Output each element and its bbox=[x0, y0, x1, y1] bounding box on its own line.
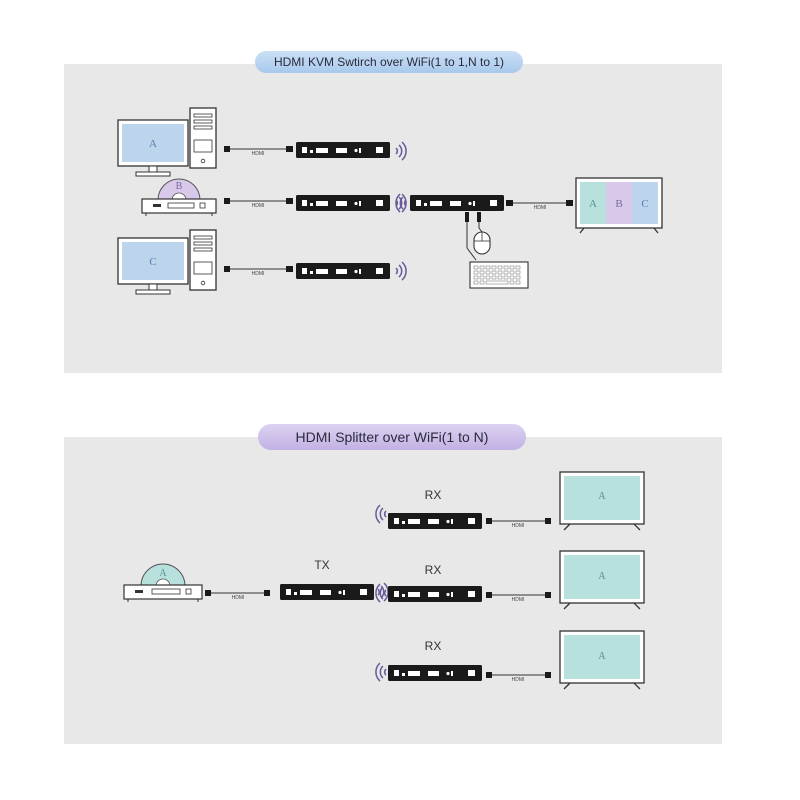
kvm-cable-b bbox=[224, 198, 293, 204]
splitter-rx-2 bbox=[388, 586, 482, 602]
splitter-rx-3 bbox=[388, 665, 482, 681]
tx-label: TX bbox=[314, 558, 329, 572]
splitter-tx bbox=[280, 584, 374, 600]
pc-a bbox=[117, 107, 217, 177]
wifi-icon bbox=[395, 261, 407, 281]
display-segment-a: A bbox=[589, 198, 597, 210]
kvm-tx-a bbox=[296, 142, 390, 158]
tv-label: A bbox=[598, 491, 606, 502]
kvm-cable-c bbox=[224, 266, 293, 272]
kvm-tx-c bbox=[296, 263, 390, 279]
rx-label: RX bbox=[425, 563, 442, 577]
source-c-label: C bbox=[149, 256, 156, 268]
keyboard-icon bbox=[469, 261, 529, 289]
splitter-output-cable-label: HDMI bbox=[512, 523, 525, 529]
kvm-title: HDMI KVM Swtirch over WiFi(1 to 1,N to 1… bbox=[255, 51, 523, 73]
rx-label: RX bbox=[425, 488, 442, 502]
mouse-icon bbox=[473, 231, 491, 255]
tv-label: A bbox=[598, 651, 606, 662]
source-a-label: A bbox=[149, 138, 157, 150]
tv-label: A bbox=[598, 571, 606, 582]
splitter-rx-1 bbox=[388, 513, 482, 529]
kvm-output-tv bbox=[575, 177, 663, 234]
kvm-cable-b-label: HDMI bbox=[252, 203, 265, 209]
splitter-source-label: A bbox=[159, 568, 167, 579]
pc-c bbox=[117, 229, 217, 295]
display-segment-c: C bbox=[641, 198, 648, 210]
bluray-player-b bbox=[141, 178, 217, 216]
splitter-title: HDMI Splitter over WiFi(1 to N) bbox=[258, 424, 526, 450]
display-segment-b: B bbox=[615, 198, 622, 210]
kvm-output-cable-label: HDMI bbox=[534, 205, 547, 211]
kvm-cable-a-label: HDMI bbox=[252, 151, 265, 157]
wifi-icon bbox=[395, 141, 407, 161]
kvm-rx bbox=[410, 195, 504, 211]
splitter-input-cable bbox=[205, 590, 270, 596]
splitter-bluray-player bbox=[123, 563, 203, 602]
kvm-output-cable bbox=[506, 200, 573, 206]
kvm-cable-a bbox=[224, 146, 293, 152]
wifi-icon bbox=[375, 662, 387, 682]
splitter-output-cable-label: HDMI bbox=[512, 597, 525, 603]
splitter-output-cable bbox=[486, 672, 551, 678]
kvm-usb-cables bbox=[465, 212, 483, 261]
rx-label: RX bbox=[425, 639, 442, 653]
splitter-output-cable bbox=[486, 518, 551, 524]
splitter-input-cable-label: HDMI bbox=[232, 595, 245, 601]
kvm-cable-c-label: HDMI bbox=[252, 271, 265, 277]
source-b-label: B bbox=[176, 181, 183, 192]
splitter-output-cable bbox=[486, 592, 551, 598]
splitter-output-cable-label: HDMI bbox=[512, 677, 525, 683]
kvm-tx-b bbox=[296, 195, 390, 211]
wifi-icon bbox=[375, 504, 387, 524]
